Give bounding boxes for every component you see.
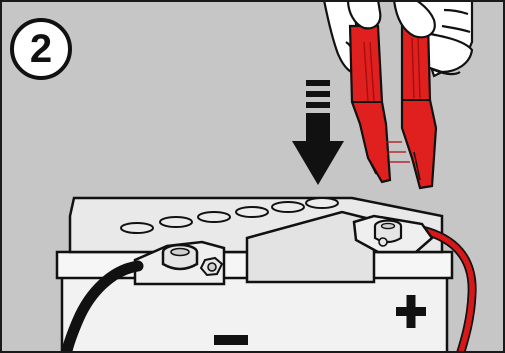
- step-number-badge: 2: [10, 18, 72, 80]
- red-clamp-icon: [350, 22, 436, 188]
- cell-cap: [272, 202, 304, 212]
- cell-cap: [306, 198, 338, 208]
- battery-case: [62, 272, 447, 353]
- cell-cap: [236, 207, 268, 217]
- terminal-bolt-icon: [201, 258, 222, 275]
- step-number: 2: [30, 29, 52, 69]
- negative-symbol: [214, 335, 248, 345]
- cell-cap: [198, 212, 230, 222]
- down-arrow-icon: [292, 80, 344, 185]
- cell-cap: [121, 223, 153, 233]
- cell-cap: [160, 217, 192, 227]
